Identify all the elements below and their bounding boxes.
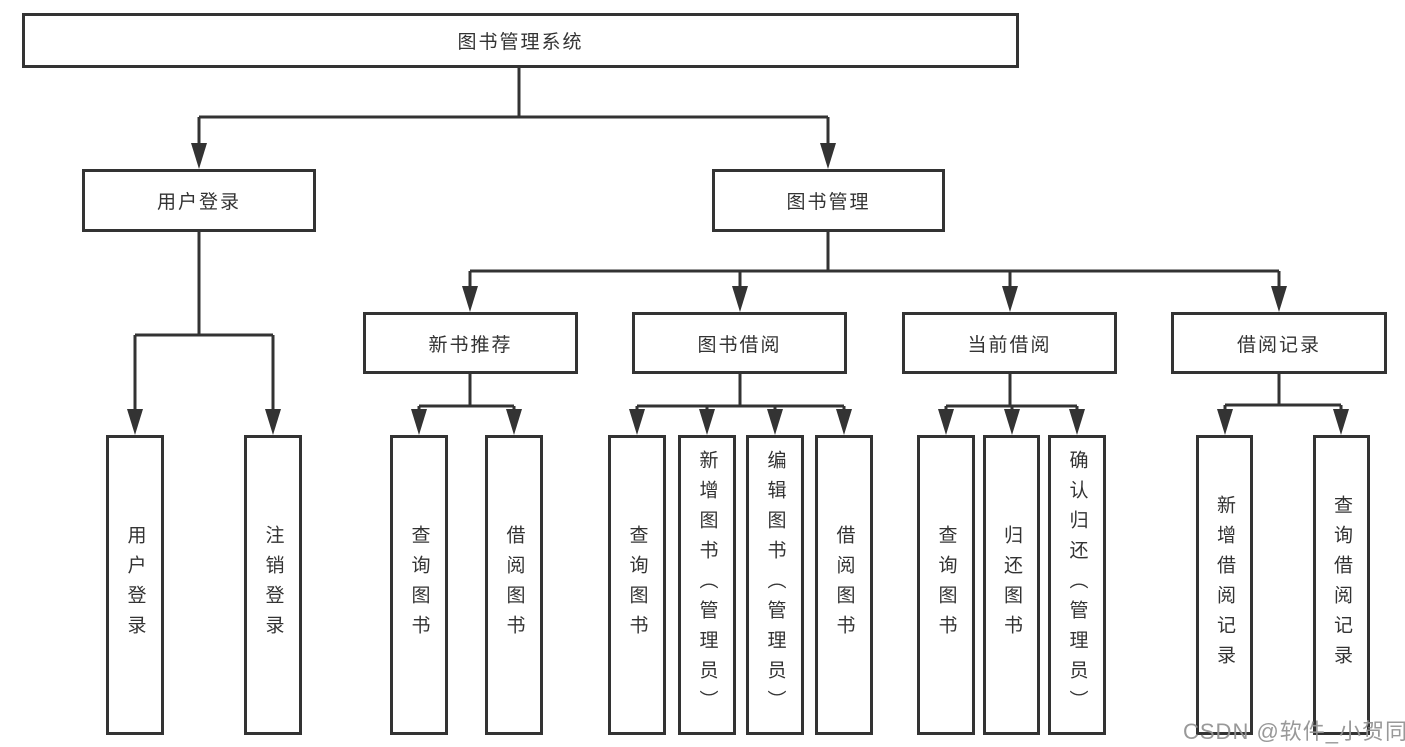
leaf-return-books: 归还图书 <box>983 435 1040 735</box>
node-label: 用户登录 <box>156 192 241 213</box>
node-label: 查询图书 <box>935 525 957 645</box>
node-user-login: 用户登录 <box>82 169 316 232</box>
node-label: 确认归还（管理员） <box>1066 450 1088 720</box>
node-book-borrowing: 图书借阅 <box>632 312 847 374</box>
leaf-confirm-return-admin: 确认归还（管理员） <box>1048 435 1106 735</box>
leaf-edit-books-admin: 编辑图书（管理员） <box>746 435 804 735</box>
csdn-watermark: CSDN @软件_小贺同学 <box>1183 719 1405 744</box>
node-label: 当前借阅 <box>967 334 1052 356</box>
leaf-query-books-current: 查询图书 <box>917 435 975 735</box>
node-label: 借阅记录 <box>1236 334 1321 356</box>
node-label: 归还图书 <box>1001 525 1022 645</box>
leaf-add-books-admin: 新增图书（管理员） <box>678 435 736 735</box>
node-label: 新书推荐 <box>428 334 513 356</box>
node-label: 查询借阅记录 <box>1331 495 1352 675</box>
node-label: 图书管理 <box>786 192 871 213</box>
leaf-logout: 注销登录 <box>244 435 302 735</box>
node-label: 图书借阅 <box>697 334 782 356</box>
leaf-query-books-borrowing: 查询图书 <box>608 435 666 735</box>
leaf-query-borrow-record: 查询借阅记录 <box>1313 435 1370 735</box>
node-book-management: 图书管理 <box>712 169 945 232</box>
leaf-borrow-books-recommend: 借阅图书 <box>485 435 543 735</box>
node-label: 借阅图书 <box>833 525 855 645</box>
node-label: 新增借阅记录 <box>1214 495 1235 675</box>
leaf-user-login: 用户登录 <box>106 435 164 735</box>
node-label: 新增图书（管理员） <box>696 450 718 720</box>
node-library-management-system: 图书管理系统 <box>22 13 1019 68</box>
leaf-query-books-recommend: 查询图书 <box>390 435 448 735</box>
leaf-add-borrow-record: 新增借阅记录 <box>1196 435 1253 735</box>
node-label: 编辑图书（管理员） <box>764 450 786 720</box>
node-current-borrowing: 当前借阅 <box>902 312 1117 374</box>
node-label: 查询图书 <box>626 525 648 645</box>
node-new-book-recommendation: 新书推荐 <box>363 312 578 374</box>
node-label: 查询图书 <box>408 525 430 645</box>
node-label: 用户登录 <box>124 525 146 645</box>
node-borrowing-records: 借阅记录 <box>1171 312 1387 374</box>
node-label: 借阅图书 <box>503 525 525 645</box>
node-label: 图书管理系统 <box>457 32 584 53</box>
node-label: 注销登录 <box>262 525 284 645</box>
leaf-borrow-books: 借阅图书 <box>815 435 873 735</box>
